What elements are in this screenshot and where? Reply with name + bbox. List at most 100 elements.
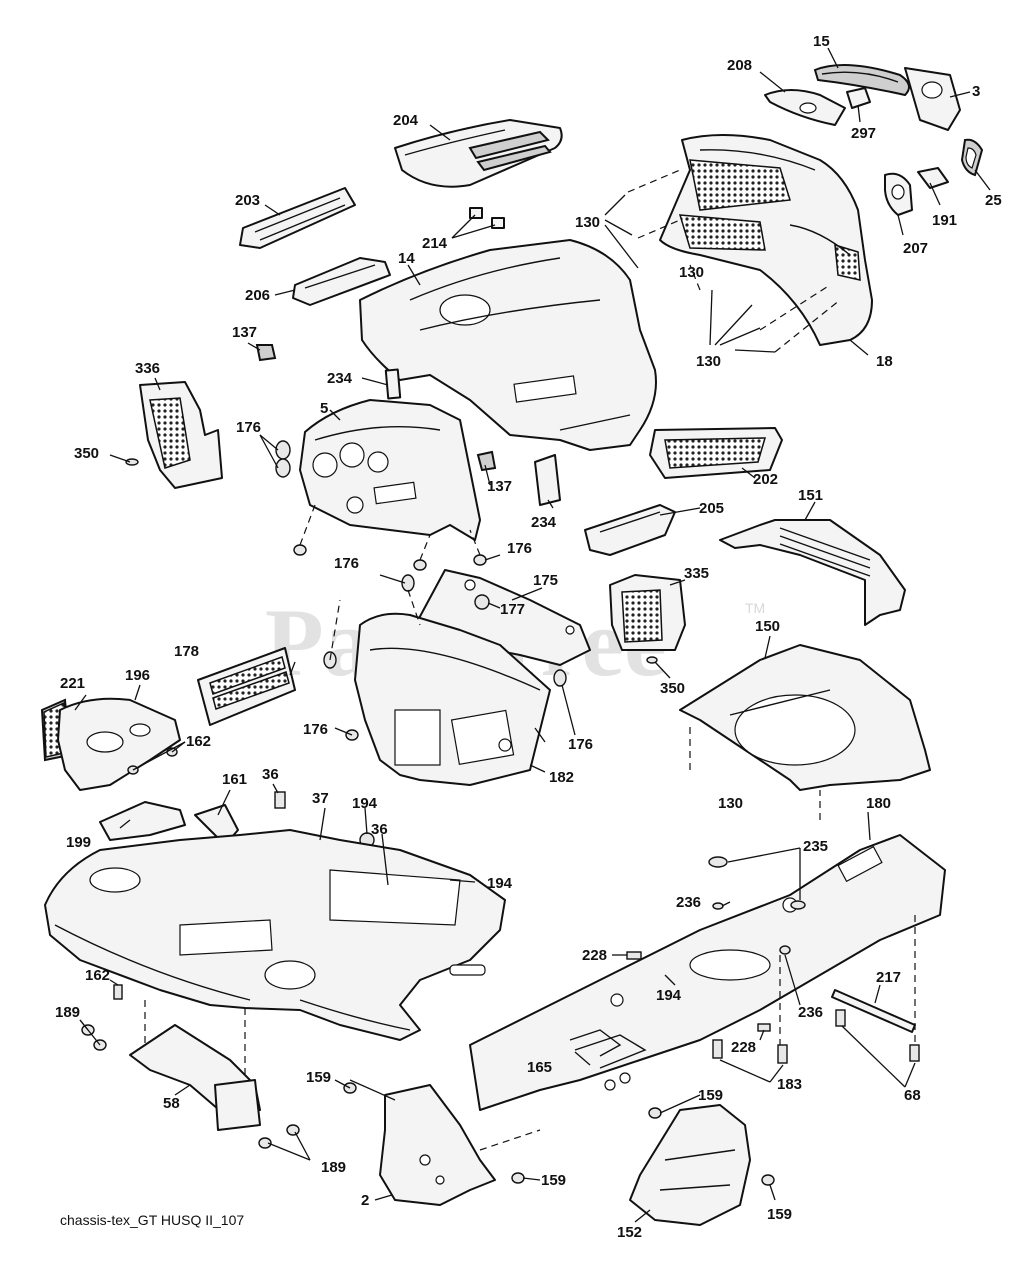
callout-335: 335 <box>684 565 709 582</box>
callout-159-d: 159 <box>767 1206 792 1223</box>
leader-lines <box>74 47 991 1223</box>
trim-161 <box>194 804 239 846</box>
callout-336: 336 <box>135 360 160 377</box>
bracket-58 <box>129 1024 261 1131</box>
strip-234-b <box>534 454 561 506</box>
callout-236-a: 236 <box>676 894 701 911</box>
callout-205: 205 <box>699 500 724 517</box>
callout-130-b: 130 <box>679 264 704 281</box>
knob-177 <box>474 594 490 610</box>
hood-front-18 <box>659 134 873 346</box>
callout-68: 68 <box>904 1087 921 1104</box>
callout-175: 175 <box>533 572 558 589</box>
callout-162-a: 162 <box>186 733 211 750</box>
headlight-lens-15 <box>813 64 910 97</box>
rod-217 <box>831 989 916 1033</box>
callout-194-a: 194 <box>352 795 378 812</box>
callout-137-a: 137 <box>232 324 257 341</box>
callout-177: 177 <box>500 601 525 618</box>
callout-199: 199 <box>66 834 91 851</box>
fender-deck <box>44 829 506 1041</box>
bracket-208 <box>764 89 846 126</box>
callout-137-b: 137 <box>487 478 512 495</box>
bracket-152 <box>629 1104 751 1226</box>
bracket-2 <box>379 1084 496 1206</box>
panel-203 <box>239 187 356 249</box>
side-panel-336 <box>139 381 223 489</box>
callout-228-b: 228 <box>731 1039 756 1056</box>
callout-234-b: 234 <box>531 514 557 531</box>
callout-297: 297 <box>851 125 876 142</box>
callout-18: 18 <box>876 353 893 370</box>
diagram-caption: chassis-tex_GT HUSQ II_107 <box>60 1212 244 1228</box>
clips-214 <box>469 207 505 229</box>
callout-176-c: 176 <box>334 555 359 572</box>
callout-159-a: 159 <box>306 1069 331 1086</box>
callout-130-d: 130 <box>718 795 743 812</box>
clip-137-b <box>476 450 497 472</box>
pod-182 <box>354 612 551 786</box>
callout-208: 208 <box>727 57 752 74</box>
callout-217: 217 <box>876 969 901 986</box>
callout-3: 3 <box>972 83 980 100</box>
clip-137-a <box>255 344 277 362</box>
bracket-151 <box>719 519 906 626</box>
callout-180: 180 <box>866 795 891 812</box>
callout-189-a: 189 <box>55 1004 80 1021</box>
lamp-191 <box>917 167 949 189</box>
callout-150: 150 <box>755 618 780 635</box>
lamp-207 <box>884 172 913 216</box>
callout-228-a: 228 <box>582 947 607 964</box>
console-196 <box>57 697 181 791</box>
lens-25 <box>960 138 984 177</box>
callout-36-b: 36 <box>371 821 388 838</box>
part-165 <box>569 1029 622 1057</box>
callouts: 15 208 3 297 25 191 207 204 203 130 130 … <box>55 33 1002 1241</box>
callout-207: 207 <box>903 240 928 257</box>
pan-150 <box>679 644 931 791</box>
nuts-236 <box>712 902 791 955</box>
callout-159-c: 159 <box>698 1087 723 1104</box>
callout-37: 37 <box>312 790 329 807</box>
callout-183: 183 <box>777 1076 802 1093</box>
callout-214: 214 <box>422 235 448 252</box>
headlight-3 <box>904 67 961 131</box>
callout-191: 191 <box>932 212 957 229</box>
callout-204: 204 <box>393 112 419 129</box>
callout-5: 5 <box>320 400 328 417</box>
callout-14: 14 <box>398 250 415 267</box>
callout-176-d: 176 <box>303 721 328 738</box>
callout-176-b: 176 <box>507 540 532 557</box>
callout-151: 151 <box>798 487 823 504</box>
panel-199 <box>99 801 186 841</box>
assembly-lines <box>144 169 916 1151</box>
screws-350 <box>125 458 658 664</box>
callout-130-c: 130 <box>696 353 721 370</box>
callout-350-b: 350 <box>660 680 685 697</box>
callout-202: 202 <box>753 471 778 488</box>
callout-206: 206 <box>245 287 270 304</box>
bushing-235 <box>708 856 806 910</box>
callout-194-b: 194 <box>487 875 513 892</box>
callout-189-b: 189 <box>321 1159 346 1176</box>
callout-236-b: 236 <box>798 1004 823 1021</box>
bolts-183 <box>712 1039 788 1064</box>
callout-15: 15 <box>813 33 830 50</box>
callout-36-a: 36 <box>262 766 279 783</box>
callout-58: 58 <box>163 1095 180 1112</box>
callout-178: 178 <box>174 643 199 660</box>
callout-165: 165 <box>527 1059 552 1076</box>
callout-159-b: 159 <box>541 1172 566 1189</box>
callout-176-e: 176 <box>568 736 593 753</box>
panel-206 <box>292 257 391 306</box>
callout-130-a: 130 <box>575 214 600 231</box>
grille-202 <box>649 427 783 479</box>
top-panel-204 <box>394 119 563 188</box>
bolts-68 <box>835 1009 920 1062</box>
callout-196: 196 <box>125 667 150 684</box>
callout-162-b: 162 <box>85 967 110 984</box>
callout-152: 152 <box>617 1224 642 1241</box>
clip-297 <box>846 87 871 109</box>
frame-180 <box>469 834 946 1111</box>
